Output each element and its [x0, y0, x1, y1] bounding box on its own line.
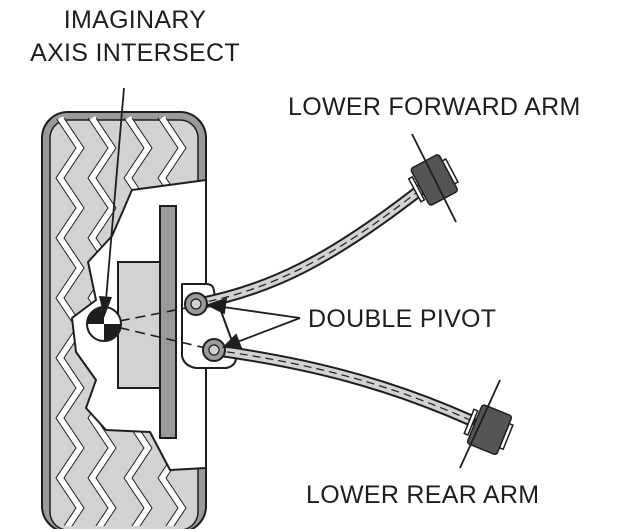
knuckle-strut	[159, 205, 177, 439]
double-pivot-label: DOUBLE PIVOT	[308, 305, 497, 333]
axis-intersect-label-line2: AXIS INTERSECT	[30, 39, 240, 67]
axis-intersect-label-line1: IMAGINARY	[63, 6, 207, 34]
lower-forward-arm-label: LOWER FORWARD ARM	[288, 93, 581, 121]
forward-pivot	[184, 292, 208, 316]
lower-rear-arm	[208, 344, 476, 426]
rear-bushing-axis	[459, 379, 501, 469]
forward-bushing-axis	[411, 133, 457, 223]
lower-rear-arm-label: LOWER REAR ARM	[306, 481, 540, 509]
axis-intersect-marker	[86, 306, 122, 342]
rear-bushing	[463, 404, 514, 455]
double-pivot-arrows	[205, 297, 301, 349]
imaginary-axis-lines	[103, 305, 215, 351]
lower-forward-arm	[190, 184, 426, 310]
hub-disc	[117, 261, 165, 389]
axis-leader	[99, 87, 125, 318]
rear-pivot	[202, 338, 226, 362]
